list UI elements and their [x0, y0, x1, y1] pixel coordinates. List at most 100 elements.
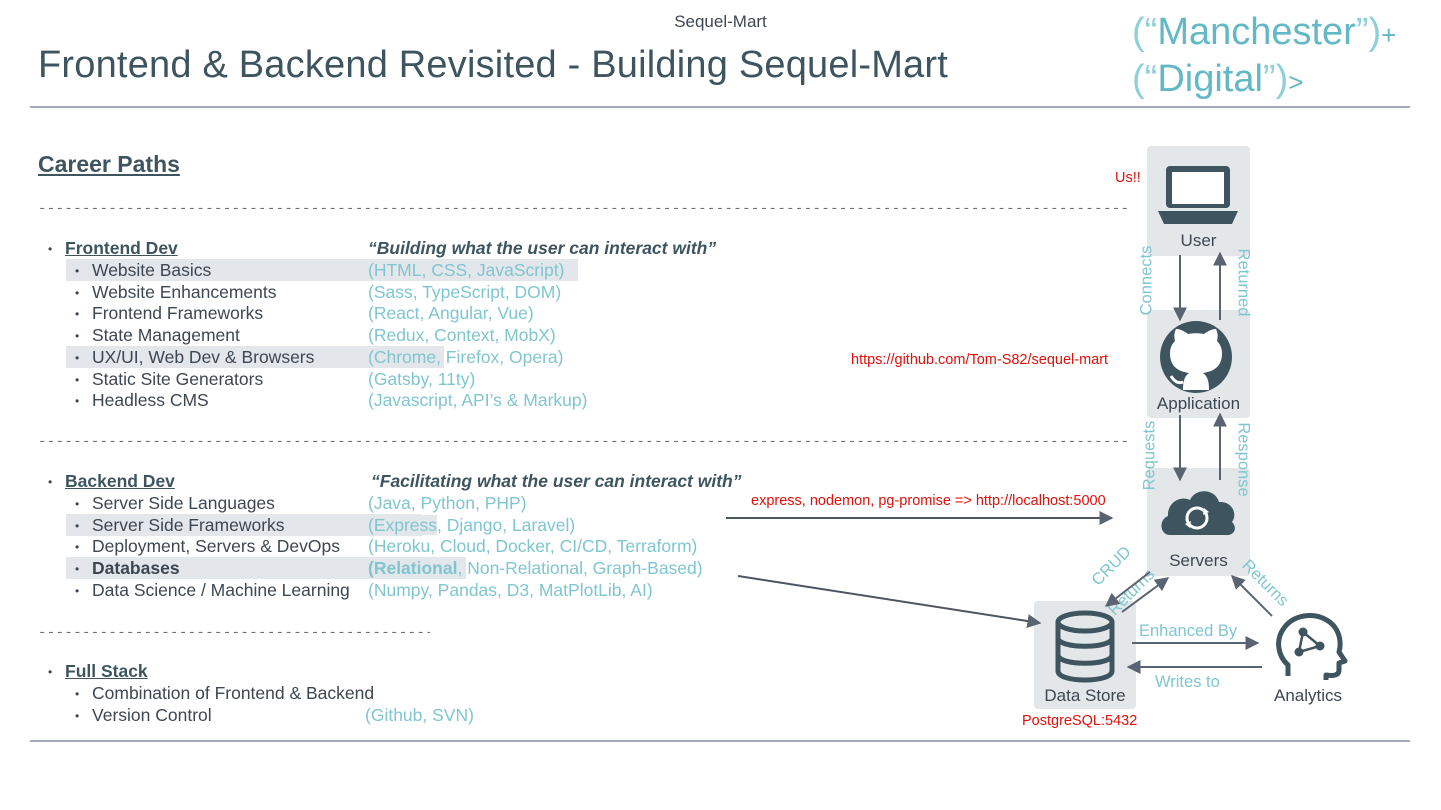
dash-separator: ----------------------------------------…	[38, 434, 1128, 450]
list-item-label: Version Control	[92, 705, 212, 725]
github-icon	[1160, 321, 1232, 393]
list-item-label: Frontend Frameworks	[92, 303, 264, 324]
list-item-tech: (Sass, TypeScript, DOM)	[368, 282, 561, 303]
laptop-icon	[1158, 166, 1238, 224]
bullet-icon: •	[75, 497, 80, 511]
list-item-label: Static Site Generators	[92, 368, 264, 389]
list-item-label: Headless CMS	[92, 390, 209, 411]
express-annotation: express, nodemon, pg-promise => http://l…	[751, 493, 1106, 509]
list-item-label: Website Basics	[92, 260, 212, 280]
bullet-icon: •	[75, 285, 80, 300]
tech-text: (Heroku, Cloud, Docker, CI/CD, Terraform…	[368, 536, 698, 557]
bullet-icon: •	[75, 372, 80, 387]
list-item-tech: (Relational, Non-Relational, Graph-Based…	[368, 558, 703, 579]
crud-arrow	[1104, 571, 1151, 607]
top-divider	[30, 106, 1410, 108]
list-item-tech: (Heroku, Cloud, Docker, CI/CD, Terraform…	[368, 536, 697, 557]
list-item-tech: (Github, SVN)	[365, 705, 474, 725]
fullstack-heading-row: • Full Stack	[0, 661, 1000, 683]
list-item-tech: (HTML, CSS, JavaScript)	[368, 260, 565, 281]
list-item-tech: (Gatsby, 11ty)	[368, 369, 475, 390]
list-item-tech: (Java, Python, PHP)	[368, 493, 527, 514]
list-item-tech: (Redux, Context, MobX)	[368, 325, 556, 346]
bullet-icon: •	[75, 394, 80, 409]
list-item-tech: (Numpy, Pandas, D3, MatPlotLib, AI)	[368, 580, 653, 601]
list-item: •Databases(Relational, Non-Relational, G…	[0, 557, 1000, 580]
servers-label: Servers	[1169, 551, 1228, 570]
data-store-label: Data Store	[1044, 686, 1126, 705]
writes-to-label: Writes to	[1155, 673, 1220, 691]
bullet-icon: •	[48, 665, 53, 679]
tech-text: (Redux, Context, MobX)	[368, 325, 556, 346]
list-item-label: Data Science / Machine Learning	[92, 579, 350, 600]
us-annotation: Us!!	[1115, 170, 1141, 186]
bottom-divider	[30, 740, 1410, 742]
backend-heading-row: • Backend Dev “Facilitating what the use…	[0, 471, 1000, 493]
list-item-label: Databases	[92, 558, 180, 579]
bullet-icon: •	[75, 350, 80, 365]
list-item: • Version Control (Github, SVN)	[0, 705, 1000, 727]
list-item-label: Server Side Frameworks	[92, 514, 285, 535]
tech-highlight: (Relational	[368, 558, 458, 579]
tech-text: (Sass, TypeScript, DOM)	[368, 281, 562, 302]
logo: (“Manchester”)+ (“Digital”)>	[1132, 10, 1396, 104]
list-item-label: UX/UI, Web Dev & Browsers	[92, 346, 315, 367]
list-item-tech: (React, Angular, Vue)	[368, 303, 534, 324]
enhanced-by-label: Enhanced By	[1139, 622, 1238, 640]
list-item-tech: (Chrome, Firefox, Opera)	[368, 346, 564, 368]
tech-text: (Java, Python, PHP)	[368, 493, 527, 513]
list-item-tech: (Express, Django, Laravel)	[368, 514, 576, 536]
bullet-icon: •	[75, 307, 80, 322]
backend-heading: Backend Dev	[65, 471, 175, 491]
list-item: • Deployment, Servers & DevOps (Heroku, Cl…	[0, 536, 1000, 558]
returns-right-arrow	[1231, 575, 1273, 617]
returns-left-arrow	[1121, 577, 1170, 613]
list-item-label: Website Enhancements	[92, 281, 277, 302]
bullet-icon: •	[75, 687, 80, 701]
bullet-icon: •	[75, 329, 80, 344]
bullet-icon: •	[75, 709, 80, 723]
list-item: • Static Site Generators (Gatsby, 11ty)	[0, 369, 1000, 391]
list-item: • Combination of Frontend & Backend	[0, 683, 1000, 705]
frontend-heading-row: • Frontend Dev “Building what the user c…	[0, 238, 1000, 260]
application-label: Application	[1156, 394, 1241, 413]
list-item: • UX/UI, Web Dev & Browsers (Chrome, Firef…	[0, 345, 1000, 369]
list-item-label: Server Side Languages	[92, 493, 275, 513]
logo-line-1: (“Manchester”)+	[1132, 11, 1397, 53]
analytics-brain-icon	[1276, 613, 1348, 680]
tech-highlight: (HTML, CSS, JavaScript)	[368, 260, 565, 280]
list-item-label: Combination of Frontend & Backend	[92, 683, 375, 703]
list-item-tech: (Javascript, API’s & Markup)	[368, 390, 587, 411]
analytics-label: Analytics	[1273, 686, 1343, 705]
page-title: Frontend & Backend Revisited - Building …	[38, 44, 948, 86]
frontend-heading: Frontend Dev	[65, 238, 178, 258]
list-item-label: Deployment, Servers & DevOps	[92, 536, 341, 557]
bullet-icon: •	[48, 242, 53, 256]
bullet-icon: •	[48, 475, 53, 489]
list-item: • State Management (Redux, Context, MobX)	[0, 325, 1000, 347]
list-item: • Frontend Frameworks (React, Angular, Vue…	[0, 303, 1000, 325]
bullet-icon: •	[75, 583, 80, 598]
user-label: User	[1180, 231, 1217, 250]
list-item: •Website Basics(HTML, CSS, JavaScript)	[0, 259, 1000, 282]
cloud-sync-icon	[1161, 491, 1235, 536]
backend-tagline: “Facilitating what the user can interact…	[371, 471, 742, 491]
bullet-icon: •	[75, 518, 80, 533]
frontend-tagline: “Building what the user can interact wit…	[368, 238, 717, 258]
dash-separator: ----------------------------------------…	[38, 625, 430, 641]
list-item-label: State Management	[92, 325, 240, 346]
tech-text: , Django, Laravel)	[437, 514, 576, 535]
list-item: • Server Side Languages (Java, Python, PHP…	[0, 493, 1000, 515]
postgres-annotation: PostgreSQL:5432	[1022, 713, 1138, 729]
data-store-node-box	[1034, 601, 1136, 709]
top-title: Sequel-Mart	[674, 12, 767, 31]
bullet-icon: •	[75, 540, 80, 555]
list-item: • Website Enhancements (Sass, TypeScript, …	[0, 282, 1000, 304]
tech-text: , Firefox, Opera)	[436, 346, 564, 367]
fullstack-heading: Full Stack	[65, 661, 148, 681]
databases-pointer-arrow	[737, 575, 1042, 628]
tech-text: , Non-Relational, Graph-Based)	[457, 558, 703, 579]
row-highlight	[66, 557, 466, 580]
dash-separator: ----------------------------------------…	[38, 201, 1128, 217]
